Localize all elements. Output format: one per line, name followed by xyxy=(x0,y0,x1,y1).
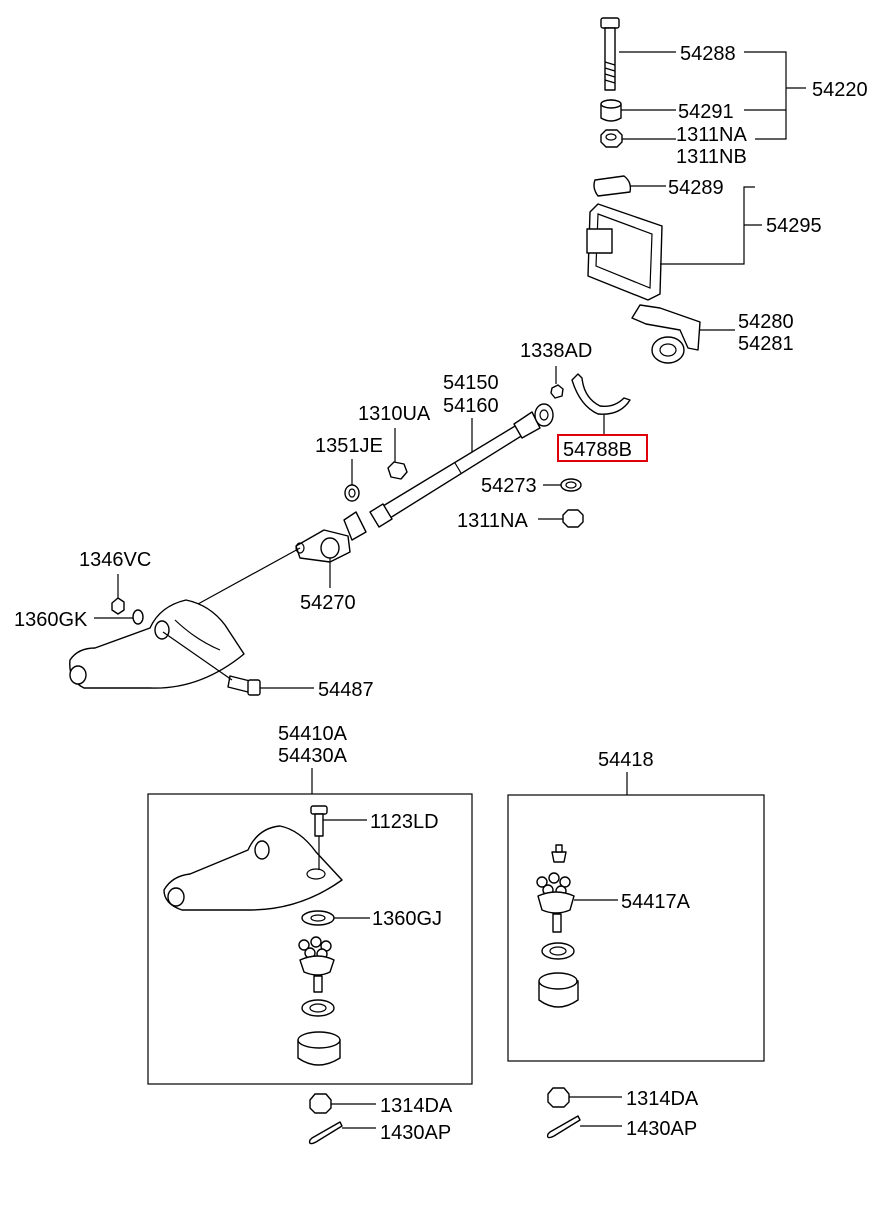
nut-1311NA-mid-illustration xyxy=(562,509,584,528)
label-54788B[interactable]: 54788B xyxy=(563,439,632,461)
label-1310UA: 1310UA xyxy=(358,403,431,425)
highlight-54788B xyxy=(557,434,648,462)
dust-boot-left-illustration xyxy=(297,1031,341,1066)
label-54487: 54487 xyxy=(318,679,374,701)
label-54280: 54280 xyxy=(738,311,794,333)
torsion-bar-54150-illustration xyxy=(369,403,554,528)
cotter-pin-1430AP-right-illustration xyxy=(546,1115,581,1139)
lower-arm-illustration xyxy=(69,599,245,689)
bracket-54280-illustration xyxy=(631,304,701,364)
label-54160: 54160 xyxy=(443,395,499,417)
grease-fitting-illustration xyxy=(551,844,567,863)
label-54417A: 54417A xyxy=(621,891,691,913)
washer-1360GJ-illustration xyxy=(301,910,335,926)
label-1430AP-right: 1430AP xyxy=(626,1118,697,1140)
ball-joint-54417A-illustration xyxy=(536,872,575,933)
label-1311NA-mid: 1311NA xyxy=(457,510,528,532)
cotter-pin-1430AP-left-illustration xyxy=(308,1121,343,1145)
label-1311NB: 1311NB xyxy=(676,146,747,168)
small-nut-1338AD-illustration xyxy=(550,384,564,399)
label-1430AP-left: 1430AP xyxy=(380,1122,451,1144)
label-1360GJ: 1360GJ xyxy=(372,908,442,930)
label-1360GK: 1360GK xyxy=(14,609,88,631)
label-54273: 54273 xyxy=(481,475,537,497)
label-1311NA-top: 1311NA xyxy=(676,124,747,146)
assembly-box-54418 xyxy=(507,794,765,1062)
nut-1314DA-right-illustration xyxy=(547,1087,570,1108)
washer-54273-illustration xyxy=(560,478,582,492)
label-54430A: 54430A xyxy=(278,745,348,767)
strap-54788B-illustration xyxy=(571,373,631,415)
label-54418: 54418 xyxy=(598,749,654,771)
nut-1314DA-left-illustration xyxy=(309,1093,332,1114)
label-1314DA-left: 1314DA xyxy=(380,1095,453,1117)
bolt-54288-illustration xyxy=(600,17,620,91)
washer-1351JE-illustration xyxy=(344,484,360,502)
ball-joint-left-illustration xyxy=(298,936,335,993)
boot-ring-right-illustration xyxy=(541,942,575,960)
bolt-54487-illustration xyxy=(227,675,261,696)
label-54281: 54281 xyxy=(738,333,794,355)
upper-arm-illustration xyxy=(163,825,343,911)
nut-1311NA-top-illustration xyxy=(600,129,623,148)
bolt-1123LD-illustration xyxy=(310,805,328,837)
label-1346VC: 1346VC xyxy=(79,549,151,571)
label-54220: 54220 xyxy=(812,79,868,101)
assembly-box-54410A xyxy=(147,793,473,1085)
anchor-arm-54270-illustration xyxy=(295,511,367,563)
label-1314DA-right: 1314DA xyxy=(626,1088,699,1110)
washer-1360GK-illustration xyxy=(132,609,144,625)
boot-ring-left-illustration xyxy=(301,999,335,1017)
label-54295: 54295 xyxy=(766,215,822,237)
nut-1346VC-illustration xyxy=(111,597,125,615)
bumper-54289-illustration xyxy=(593,175,632,197)
label-54150: 54150 xyxy=(443,372,499,394)
label-1351JE: 1351JE xyxy=(315,435,383,457)
bushing-54291-illustration xyxy=(600,99,622,122)
label-1123LD: 1123LD xyxy=(370,811,439,833)
label-54410A: 54410A xyxy=(278,723,348,745)
label-54291: 54291 xyxy=(678,101,734,123)
dust-boot-right-illustration xyxy=(538,972,579,1008)
label-54270: 54270 xyxy=(300,592,356,614)
nut-1310UA-illustration xyxy=(387,461,408,480)
label-54288: 54288 xyxy=(680,43,736,65)
label-54289: 54289 xyxy=(668,177,724,199)
label-1338AD: 1338AD xyxy=(520,340,592,362)
cover-54295-illustration xyxy=(586,203,663,301)
